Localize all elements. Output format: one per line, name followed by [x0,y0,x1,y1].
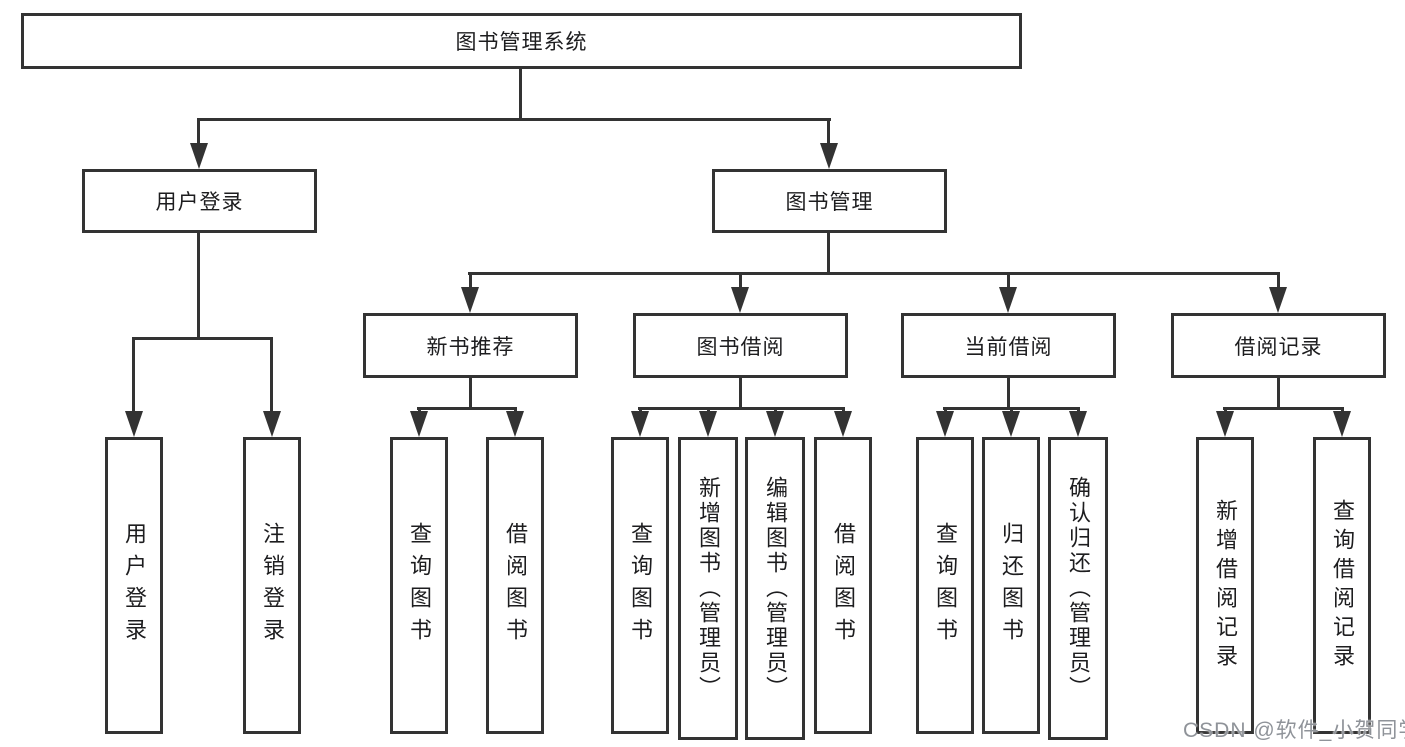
arrow-down-icon [820,143,838,169]
leaf-borrow-books: 借阅图书 [814,437,872,734]
connector-line [132,337,273,340]
node-label: 用户登录 [155,191,244,214]
connector-line [774,407,777,414]
connector-line [842,407,845,414]
arrow-down-icon [731,287,749,313]
connector-line [827,118,830,147]
leaf-edit-books-admin: 编辑图书（管理员） [745,437,805,740]
arrow-down-icon [125,411,143,437]
leaf-user-login: 用户登录 [105,437,163,734]
connector-line [1277,272,1280,291]
arrow-down-icon [1333,411,1351,437]
arrow-down-icon [699,411,717,437]
connector-line [638,407,845,410]
node-root: 图书管理系统 [21,13,1022,69]
node-current-borrow: 当前借阅 [901,313,1116,378]
node-label: 借阅记录 [1234,335,1323,359]
connector-line [418,407,421,414]
leaf-label: 查询图书 [933,521,958,650]
leaf-label: 用户登录 [122,521,147,650]
connector-line [1077,407,1080,414]
arrow-down-icon [1216,411,1234,437]
connector-line [519,67,522,118]
leaf-label: 确认归还（管理员） [1066,476,1091,701]
connector-line [739,375,742,408]
leaf-label: 注销登录 [260,521,285,650]
leaf-label: 查询借阅记录 [1330,498,1355,673]
leaf-label: 查询图书 [407,521,432,650]
leaf-label: 新增借阅记录 [1213,498,1238,673]
connector-line [417,407,517,410]
leaf-label: 新增图书（管理员） [696,476,721,701]
leaf-label: 查询图书 [628,521,653,650]
arrow-down-icon [766,411,784,437]
connector-line [1341,407,1344,414]
connector-line [1007,375,1010,408]
leaf-query-books-current: 查询图书 [916,437,974,734]
connector-line [270,337,273,413]
arrow-down-icon [506,411,524,437]
connector-line [739,272,742,291]
leaf-query-books-borrow: 查询图书 [611,437,669,734]
node-new-book-recommend: 新书推荐 [363,313,578,378]
connector-line [639,407,642,414]
arrow-down-icon [461,287,479,313]
leaf-logout: 注销登录 [243,437,301,734]
connector-line [469,272,472,291]
node-book-management: 图书管理 [712,169,947,233]
leaf-query-borrow-record: 查询借阅记录 [1313,437,1371,734]
connector-line [468,272,1280,275]
connector-line [827,231,830,272]
arrow-down-icon [999,287,1017,313]
connector-line [514,407,517,414]
leaf-borrow-books-recommend: 借阅图书 [486,437,544,734]
node-label: 当前借阅 [964,335,1053,359]
node-borrow-records: 借阅记录 [1171,313,1386,378]
leaf-confirm-return-admin: 确认归还（管理员） [1048,437,1108,740]
connector-line [1007,272,1010,291]
node-book-borrow: 图书借阅 [633,313,848,378]
arrow-down-icon [1069,411,1087,437]
connector-line [132,337,135,413]
leaf-label: 编辑图书（管理员） [763,476,788,701]
arrow-down-icon [936,411,954,437]
leaf-query-books-recommend: 查询图书 [390,437,448,734]
node-label: 图书管理系统 [455,31,588,54]
connector-line [707,407,710,414]
connector-line [198,118,831,121]
connector-line [1010,407,1013,414]
arrow-down-icon [190,143,208,169]
arrow-down-icon [263,411,281,437]
connector-line [197,231,200,337]
arrow-down-icon [1002,411,1020,437]
connector-line [1224,407,1227,414]
arrow-down-icon [834,411,852,437]
leaf-add-books-admin: 新增图书（管理员） [678,437,738,740]
leaf-add-borrow-record: 新增借阅记录 [1196,437,1254,734]
node-user-login: 用户登录 [82,169,317,233]
arrow-down-icon [1269,287,1287,313]
leaf-label: 归还图书 [999,521,1024,650]
leaf-label: 借阅图书 [503,521,528,650]
arrow-down-icon [410,411,428,437]
connector-line [469,375,472,408]
connector-line [197,118,200,147]
connector-line [944,407,947,414]
connector-line [1277,375,1280,408]
arrow-down-icon [631,411,649,437]
node-label: 图书借阅 [696,335,785,359]
csdn-watermark: CSDN @软件_小贺同学 [1183,719,1405,742]
leaf-label: 借阅图书 [831,521,856,650]
leaf-return-books: 归还图书 [982,437,1040,734]
connector-line [1223,407,1344,410]
node-label: 图书管理 [785,191,874,214]
node-label: 新书推荐 [426,335,515,359]
